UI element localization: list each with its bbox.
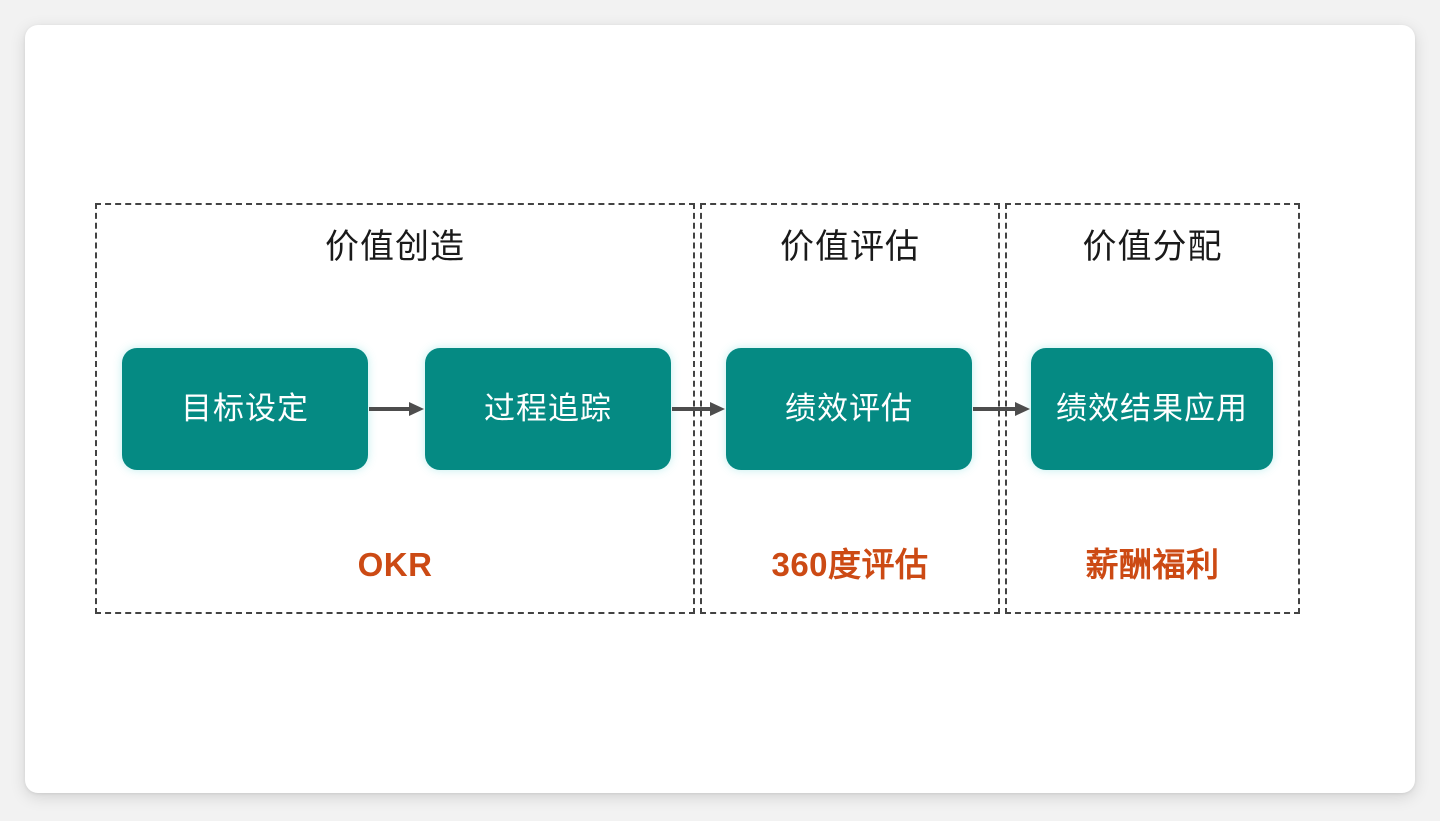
stage-title: 价值分配 — [1082, 228, 1223, 266]
arrow-head — [1015, 402, 1030, 416]
arrow-head — [710, 402, 725, 416]
process-step-performance-evaluation[interactable]: 绩效评估 — [726, 348, 972, 470]
arrow-right-icon — [973, 402, 1030, 416]
arrow-right-icon — [672, 402, 725, 416]
process-step-performance-result-application[interactable]: 绩效结果应用 — [1031, 348, 1273, 470]
arrow-shaft — [672, 407, 712, 411]
stage-tag: 薪酬福利 — [1085, 546, 1220, 583]
arrow-head — [409, 402, 424, 416]
process-step-label: 目标设定 — [181, 391, 309, 426]
arrow-shaft — [973, 407, 1017, 411]
stage-tag: 360度评估 — [771, 546, 929, 583]
stage-title: 价值评估 — [780, 228, 920, 266]
arrow-right-icon — [369, 402, 424, 416]
process-step-label: 绩效结果应用 — [1056, 391, 1248, 426]
arrow-shaft — [369, 407, 411, 411]
stage-title: 价值创造 — [325, 228, 465, 266]
stage-panel-value-distribution[interactable]: 价值分配 薪酬福利 — [1005, 203, 1300, 614]
slide-card: 价值创造 OKR 价值评估 360度评估 价值分配 薪酬福利 目标设定 过程追踪… — [25, 25, 1415, 793]
stage-tag: OKR — [357, 546, 433, 583]
process-step-label: 绩效评估 — [785, 391, 913, 426]
process-step-goal-setting[interactable]: 目标设定 — [122, 348, 368, 470]
process-flow-diagram: 价值创造 OKR 价值评估 360度评估 价值分配 薪酬福利 目标设定 过程追踪… — [95, 203, 1300, 614]
process-step-label: 过程追踪 — [484, 391, 612, 426]
stage-panel-value-creation[interactable]: 价值创造 OKR — [95, 203, 695, 614]
process-step-progress-tracking[interactable]: 过程追踪 — [425, 348, 671, 470]
